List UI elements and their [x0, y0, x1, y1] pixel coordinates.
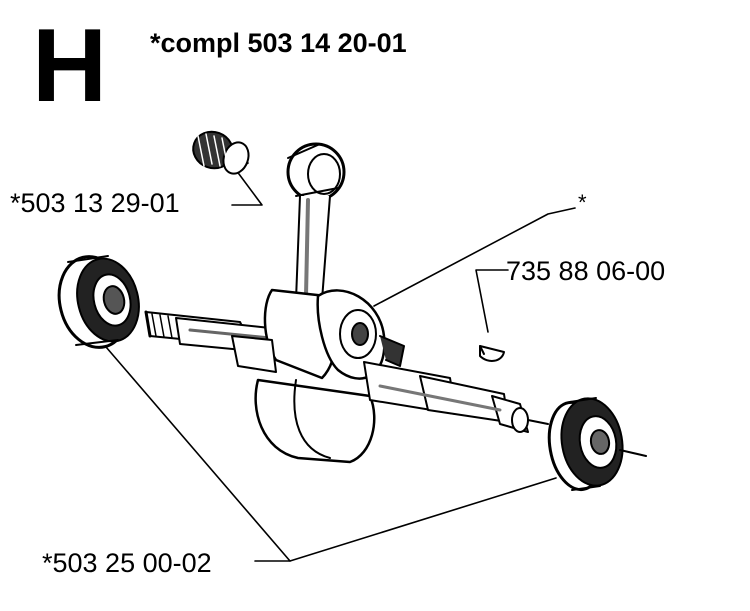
left-main-bearing — [57, 255, 140, 349]
section-letter: H — [32, 8, 107, 124]
callout-woodruff-key: 735 88 06-00 — [506, 256, 666, 286]
leader-lines — [99, 162, 576, 562]
callout-crankshaft-assembly: * — [578, 190, 587, 215]
crank-webs — [231, 288, 405, 464]
connecting-rod — [286, 142, 346, 301]
callout-main-bearings: *503 25 00-02 — [42, 548, 212, 578]
right-shaft — [363, 361, 549, 433]
small-needle-bearing — [192, 130, 250, 175]
woodruff-key — [479, 345, 505, 362]
right-main-bearing — [547, 397, 647, 492]
kit-part-number: *compl 503 14 20-01 — [150, 28, 407, 58]
callout-small-needle-bearing: *503 13 29-01 — [10, 188, 180, 218]
